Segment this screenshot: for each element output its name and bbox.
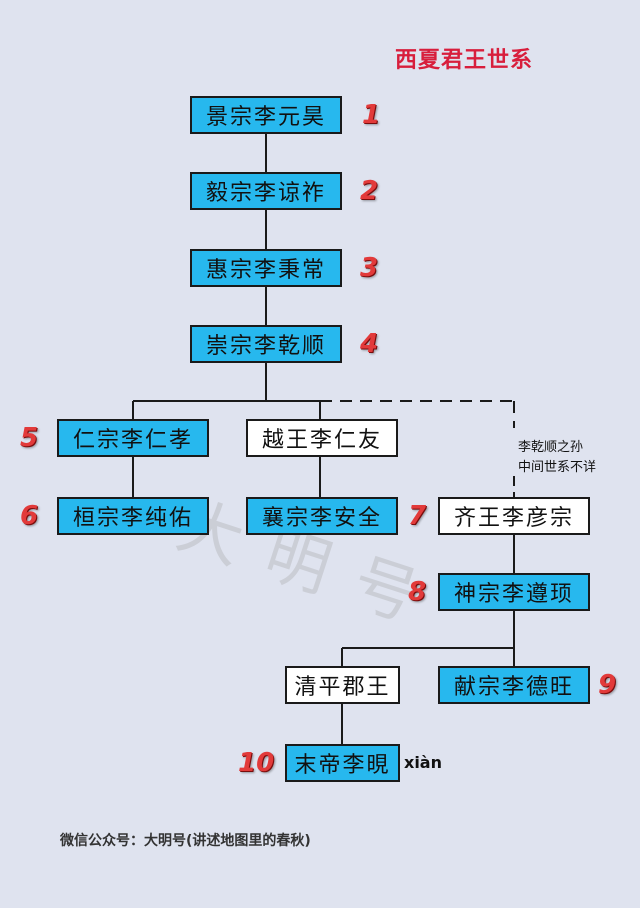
reign-number-5: 5 (20, 423, 39, 453)
reign-number-4: 4 (360, 329, 379, 359)
lineage-note-line2: 中间世系不详 (518, 460, 597, 475)
reign-number-2: 2 (360, 176, 379, 206)
reign-number-6: 6 (20, 501, 39, 531)
node-qiwang: 齐王李彦宗 (438, 497, 590, 535)
lineage-note-line1: 李乾顺之孙 (518, 440, 584, 455)
node-xiangzong: 襄宗李安全 (246, 497, 398, 535)
reign-number-3: 3 (360, 253, 379, 283)
node-renzong: 仁宗李仁孝 (57, 419, 209, 457)
pinyin-annotation: xiàn (404, 753, 442, 772)
node-chongzong: 崇宗李乾顺 (190, 325, 342, 363)
reign-number-1: 1 (362, 100, 381, 130)
chart-title: 西夏君王世系 (395, 48, 534, 73)
node-yizong: 毅宗李谅祚 (190, 172, 342, 210)
footer-credit: 微信公众号：大明号(讲述地图里的春秋) (60, 833, 311, 849)
reign-number-8: 8 (408, 577, 427, 607)
reign-number-7: 7 (408, 501, 427, 531)
node-modi: 末帝李晛 (285, 744, 400, 782)
node-shenzong: 神宗李遵顼 (438, 573, 590, 611)
node-yuewang: 越王李仁友 (246, 419, 398, 457)
node-huizong: 惠宗李秉常 (190, 249, 342, 287)
node-jingzong: 景宗李元昊 (190, 96, 342, 134)
node-huanzong: 桓宗李纯佑 (57, 497, 209, 535)
node-qingping: 清平郡王 (285, 666, 400, 704)
node-xianzong: 献宗李德旺 (438, 666, 590, 704)
reign-number-10: 10 (238, 748, 275, 778)
reign-number-9: 9 (598, 670, 617, 700)
